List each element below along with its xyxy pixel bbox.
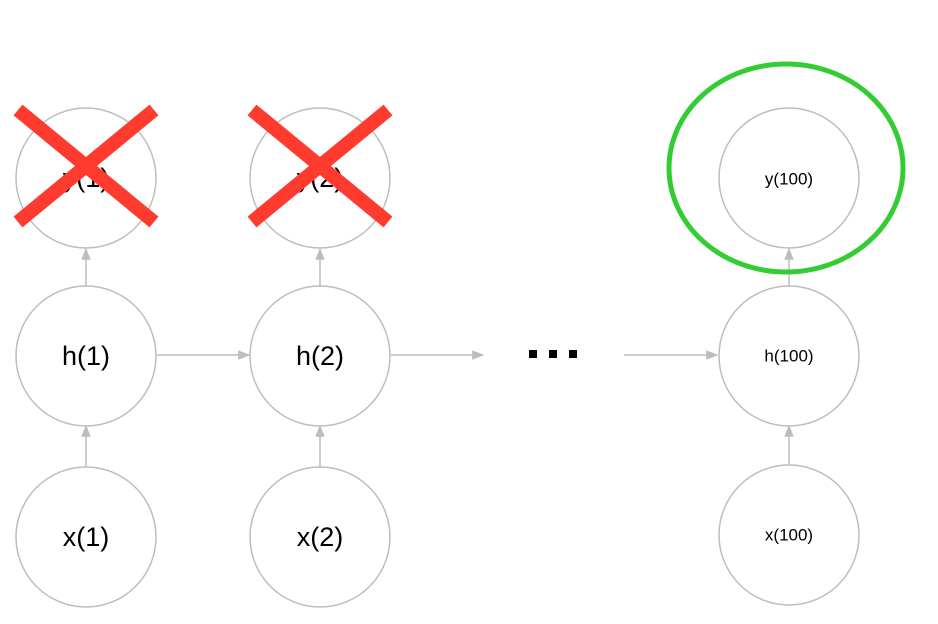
input-node-x2: x(2) [249, 466, 391, 608]
input-node-x2-label: x(2) [297, 522, 344, 552]
input-node-x1: x(1) [15, 466, 157, 608]
column-2: y(2) h(2) x(2) [247, 104, 393, 608]
column-100: y(100) h(100) x(100) [666, 61, 906, 606]
hidden-node-h1: h(1) [15, 285, 157, 427]
highlight-ring-y100 [666, 61, 906, 275]
hidden-node-h2: h(2) [249, 285, 391, 427]
input-node-x1-label: x(1) [63, 522, 110, 552]
hidden-node-h100: h(100) [718, 285, 860, 427]
cross-mark-y2 [247, 104, 393, 228]
input-node-x100: x(100) [718, 464, 860, 606]
input-node-x100-label: x(100) [765, 526, 813, 545]
output-node-y100: y(100) [718, 107, 860, 249]
hidden-node-h100-label: h(100) [764, 347, 813, 366]
column-1: y(1) h(1) x(1) [13, 104, 159, 608]
cross-mark-y1 [13, 104, 159, 228]
hidden-node-h2-label: h(2) [296, 341, 344, 371]
output-node-y100-label: y(100) [765, 170, 813, 189]
hidden-node-h1-label: h(1) [62, 341, 110, 371]
ellipsis-dots [529, 350, 577, 358]
